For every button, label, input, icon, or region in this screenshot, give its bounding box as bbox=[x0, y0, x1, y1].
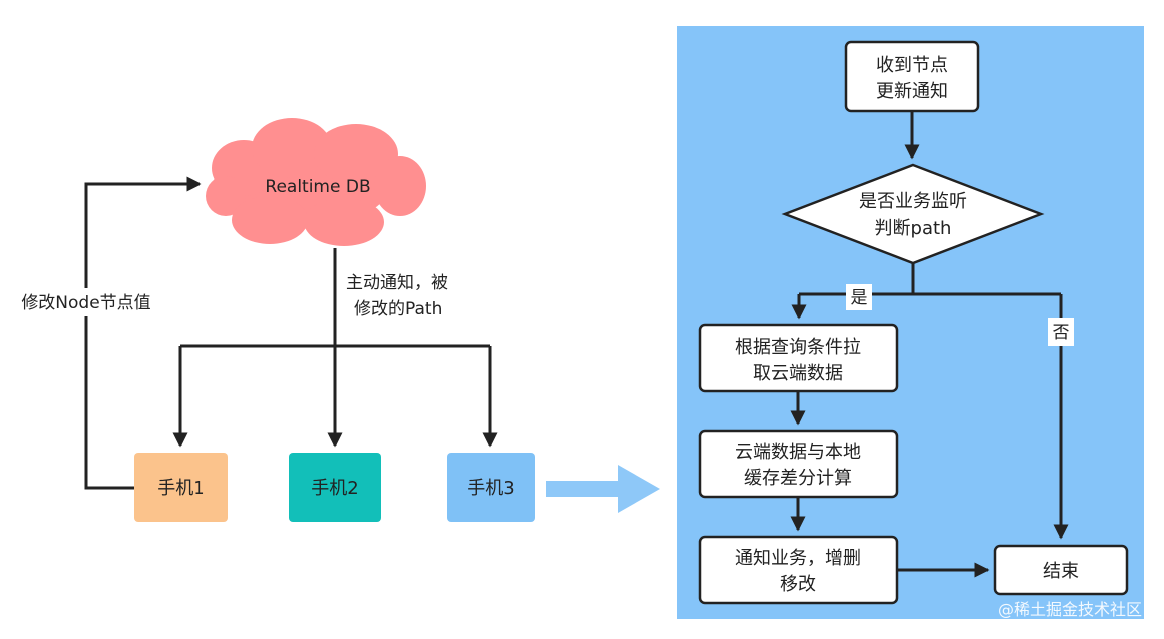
node-pull-line2: 取云端数据 bbox=[753, 363, 843, 384]
left-diagram: Realtime DB 修改Node节点值 主动通知，被 修改的Path 手机1… bbox=[8, 118, 660, 522]
phone-1: 手机1 bbox=[134, 453, 228, 522]
phone-3: 手机3 bbox=[447, 453, 535, 522]
node-notify-line2: 移改 bbox=[780, 574, 816, 595]
node-pull-line1: 根据查询条件拉 bbox=[735, 337, 861, 358]
cloud-shape bbox=[206, 118, 426, 246]
node-receive-notification: 收到节点 更新通知 bbox=[844, 40, 980, 113]
notify-path-label-line2: 修改的Path bbox=[354, 299, 442, 319]
no-label-bg bbox=[1048, 318, 1074, 346]
node-diff-line1: 云端数据与本地 bbox=[735, 442, 861, 463]
phone-3-box bbox=[447, 453, 535, 522]
phone-2-label: 手机2 bbox=[311, 478, 358, 499]
node-diff-line2: 缓存差分计算 bbox=[744, 468, 852, 489]
node-end: 结束 bbox=[993, 544, 1129, 596]
node-receive-line2: 更新通知 bbox=[876, 81, 948, 102]
phone-2: 手机2 bbox=[289, 453, 381, 522]
phone-2-box bbox=[289, 453, 381, 522]
edge-label-bg bbox=[8, 288, 164, 316]
node-end-label: 结束 bbox=[1043, 561, 1079, 582]
node-pull-cloud-data: 根据查询条件拉 取云端数据 bbox=[698, 323, 899, 393]
modify-node-label: 修改Node节点值 bbox=[21, 293, 150, 313]
yes-label-bg bbox=[846, 284, 872, 310]
edge-phone1-to-cloud bbox=[84, 176, 202, 490]
realtime-db-label: Realtime DB bbox=[265, 177, 370, 197]
node-decision-line2: 判断path bbox=[875, 218, 952, 239]
transition-arrow bbox=[546, 465, 660, 513]
node-notify-business: 通知业务，增删 移改 bbox=[698, 535, 899, 605]
phone-3-label: 手机3 bbox=[467, 478, 514, 499]
branch-yes-label: 是 bbox=[851, 288, 868, 308]
node-diff-compute: 云端数据与本地 缓存差分计算 bbox=[698, 429, 899, 499]
node-receive-line1: 收到节点 bbox=[876, 55, 948, 76]
node-notify-line1: 通知业务，增删 bbox=[735, 548, 861, 569]
node-decision-line1: 是否业务监听 bbox=[859, 191, 967, 212]
realtime-db-cloud: Realtime DB bbox=[206, 118, 426, 246]
branch-no-label: 否 bbox=[1053, 323, 1070, 343]
phone-1-box bbox=[134, 453, 228, 522]
node-decision: 是否业务监听 判断path bbox=[781, 163, 1045, 265]
flowchart-panel: 收到节点 更新通知 是否业务监听 判断path 是 否 根据查询条件拉 取云端数… bbox=[677, 26, 1144, 619]
phone-1-label: 手机1 bbox=[157, 478, 204, 499]
watermark-text: @稀土掘金技术社区 bbox=[998, 600, 1142, 619]
notify-path-label-line1: 主动通知，被 bbox=[346, 273, 448, 293]
